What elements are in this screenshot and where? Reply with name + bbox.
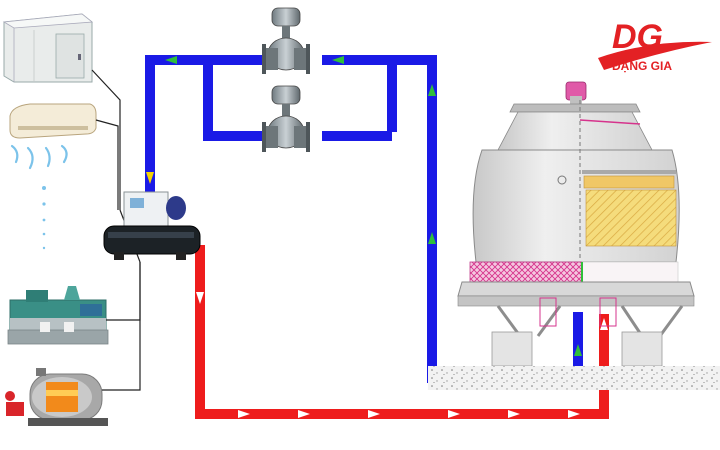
- cold-flow-arrows: [146, 56, 582, 382]
- brand-logo: DG ĐẶNG GIA: [598, 18, 712, 73]
- industrial-boiler-icon: [5, 368, 108, 426]
- air-conditioner-icon: [9, 103, 97, 250]
- ground-gravel: [428, 366, 720, 390]
- logo-swoosh-icon: [598, 41, 712, 70]
- pump-icon: [262, 7, 310, 74]
- logo-brand-name: ĐẶNG GIA: [612, 58, 672, 73]
- hot-flow-arrows: [196, 292, 608, 418]
- cold-storage-room-icon: [2, 13, 94, 83]
- logo-monogram: DG: [612, 18, 663, 56]
- water-cooled-chiller-icon: [103, 191, 201, 260]
- injection-molding-machine-icon: [7, 286, 109, 345]
- cooling-tower-icon: [457, 81, 695, 367]
- pump-icon: [262, 85, 310, 152]
